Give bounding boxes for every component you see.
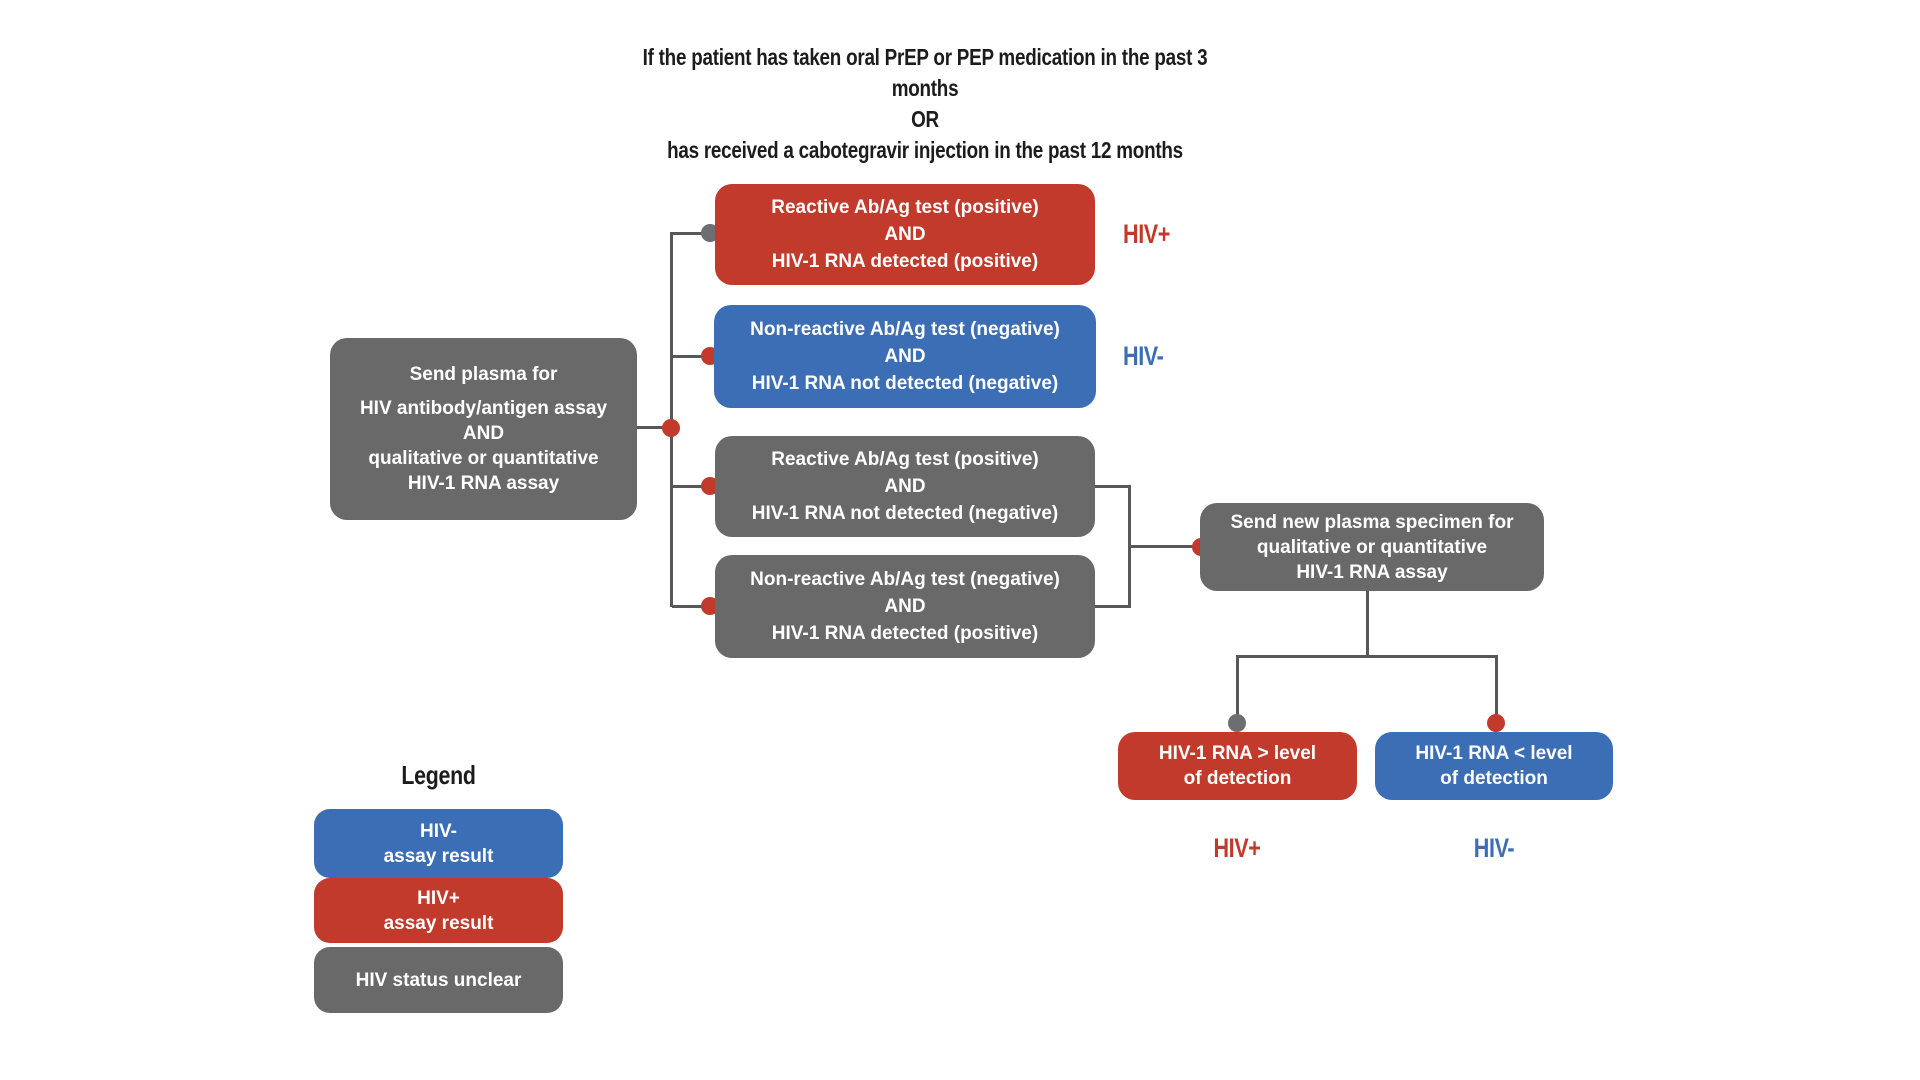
title-line-2: OR — [911, 106, 939, 132]
legend-item-status-unclear: HIV status unclear — [314, 947, 563, 1013]
legend-item-line: assay result — [383, 912, 494, 934]
outcome-box-reactive-rna-not-detected: Reactive Ab/Ag test (positive) AND HIV-1… — [715, 436, 1095, 537]
outcome-box-nonreactive-rna-detected: Non-reactive Ab/Ag test (negative) AND H… — [715, 555, 1095, 658]
outcome-box-line: Reactive Ab/Ag test (positive) — [771, 197, 1039, 218]
legend-title: Legend — [401, 760, 476, 790]
outcome-box-line: Reactive Ab/Ag test (positive) — [771, 449, 1039, 470]
label-hiv-positive-bottom: HIV+ — [1213, 833, 1261, 863]
connector-branch-2 — [672, 355, 714, 358]
legend-item-line: HIV+ — [417, 887, 460, 909]
outcome-box-line: HIV-1 RNA detected (positive) — [771, 251, 1039, 272]
outcome-box-reactive-rna-detected: Reactive Ab/Ag test (positive) AND HIV-1… — [715, 184, 1095, 285]
followup-box-line: qualitative or quantitative — [1256, 536, 1488, 558]
outcome-box-line: AND — [884, 346, 926, 367]
final-box-line: of detection — [1183, 768, 1292, 789]
outcome-box-line: Non-reactive Ab/Ag test (negative) — [750, 569, 1060, 590]
junction-dot-final-left — [1228, 714, 1246, 732]
root-box-line: AND — [462, 423, 505, 444]
legend-item-hiv-negative: HIV- assay result — [314, 809, 563, 878]
chart-title: If the patient has taken oral PrEP or PE… — [630, 42, 1220, 166]
final-box-rna-above-detection: HIV-1 RNA > level of detection — [1118, 732, 1357, 800]
connector-to-followup — [1128, 545, 1203, 548]
connector-box4-right — [1095, 605, 1131, 608]
legend-item-line: assay result — [383, 845, 494, 867]
final-box-line: HIV-1 RNA < level — [1415, 743, 1573, 764]
legend-item-hiv-positive: HIV+ assay result — [314, 878, 563, 943]
root-box-line: qualitative or quantitative — [368, 448, 599, 469]
followup-box-send-new-plasma: Send new plasma specimen for qualitative… — [1200, 503, 1544, 591]
followup-box-line: HIV-1 RNA assay — [1296, 561, 1448, 583]
connector-branch-4 — [672, 605, 714, 608]
label-hiv-negative-bottom: HIV- — [1473, 833, 1515, 863]
root-box-line: HIV-1 RNA assay — [407, 473, 560, 494]
connector-root-to-trunk — [637, 426, 672, 429]
outcome-box-line: AND — [884, 596, 926, 617]
junction-dot-root — [662, 419, 680, 437]
junction-dot-outcome-4 — [701, 597, 719, 615]
title-line-3: has received a cabotegravir injection in… — [667, 137, 1183, 163]
label-hiv-negative-top: HIV- — [1123, 341, 1164, 371]
connector-followup-down — [1366, 591, 1369, 658]
outcome-box-line: AND — [884, 476, 926, 497]
root-box-line: HIV antibody/antigen assay — [359, 398, 608, 419]
junction-dot-outcome-1 — [701, 224, 719, 242]
outcome-box-line: Non-reactive Ab/Ag test (negative) — [750, 319, 1060, 340]
outcome-box-nonreactive-rna-not-detected: Non-reactive Ab/Ag test (negative) AND H… — [714, 305, 1096, 408]
label-hiv-positive-top: HIV+ — [1123, 219, 1171, 249]
root-box-line: Send plasma for — [409, 364, 558, 385]
outcome-box-line: HIV-1 RNA not detected (negative) — [751, 503, 1059, 524]
outcome-box-line: HIV-1 RNA not detected (negative) — [751, 373, 1059, 394]
junction-dot-final-right — [1487, 714, 1505, 732]
title-line-1: If the patient has taken oral PrEP or PE… — [642, 44, 1208, 101]
final-box-rna-below-detection: HIV-1 RNA < level of detection — [1375, 732, 1613, 800]
final-box-line: of detection — [1440, 768, 1548, 789]
connector-split-right — [1495, 655, 1498, 725]
outcome-box-line: AND — [884, 224, 926, 245]
outcome-box-line: HIV-1 RNA detected (positive) — [771, 623, 1039, 644]
connector-split-left — [1236, 655, 1239, 725]
legend-item-line: HIV status unclear — [355, 969, 522, 991]
legend-item-line: HIV- — [420, 820, 457, 842]
root-box-send-plasma: Send plasma for HIV antibody/antigen ass… — [330, 338, 637, 520]
connector-branch-1 — [672, 232, 714, 235]
final-box-line: HIV-1 RNA > level — [1158, 743, 1317, 764]
followup-box-line: Send new plasma specimen for — [1230, 511, 1514, 533]
connector-box3-right — [1095, 485, 1131, 488]
connector-split-horizontal — [1236, 655, 1498, 658]
junction-dot-outcome-3 — [701, 477, 719, 495]
connector-branch-3 — [672, 485, 714, 488]
